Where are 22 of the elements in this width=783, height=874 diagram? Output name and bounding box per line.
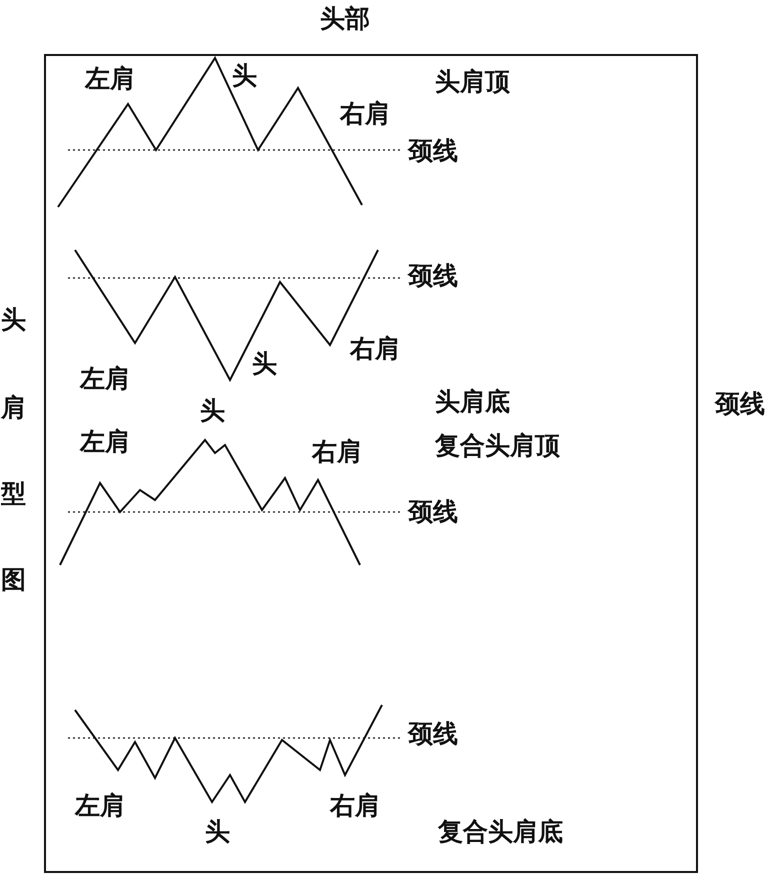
- chart-label: 颈线: [408, 498, 458, 526]
- chart-label: 复合头肩顶: [435, 432, 560, 460]
- chart-label: 复合头肩底: [438, 818, 563, 846]
- chart-label: 右肩: [312, 438, 362, 466]
- chart-label: 左肩: [85, 65, 135, 92]
- chart-label: 右肩: [350, 335, 400, 362]
- chart-label: 颈线: [408, 262, 458, 290]
- chart-label: 颈线: [408, 137, 458, 164]
- chart-label: 左肩: [80, 365, 130, 392]
- chart-label: 头部: [320, 5, 370, 32]
- chart-label: 右肩: [330, 792, 380, 820]
- chart-label: 头: [205, 818, 230, 846]
- chart-label: 左肩: [80, 428, 130, 456]
- chart-label: 头: [252, 350, 277, 378]
- chart-label: 右肩: [340, 100, 390, 128]
- chart-label: 头肩顶: [435, 68, 510, 96]
- chart-label: 颈线: [408, 720, 458, 748]
- chart-label: 头: [200, 397, 225, 424]
- chart-label: 颈线: [715, 390, 765, 418]
- chart-label: 左肩: [75, 792, 125, 820]
- chart-label: 头: [232, 62, 257, 90]
- chart-label: 头肩底: [435, 388, 510, 416]
